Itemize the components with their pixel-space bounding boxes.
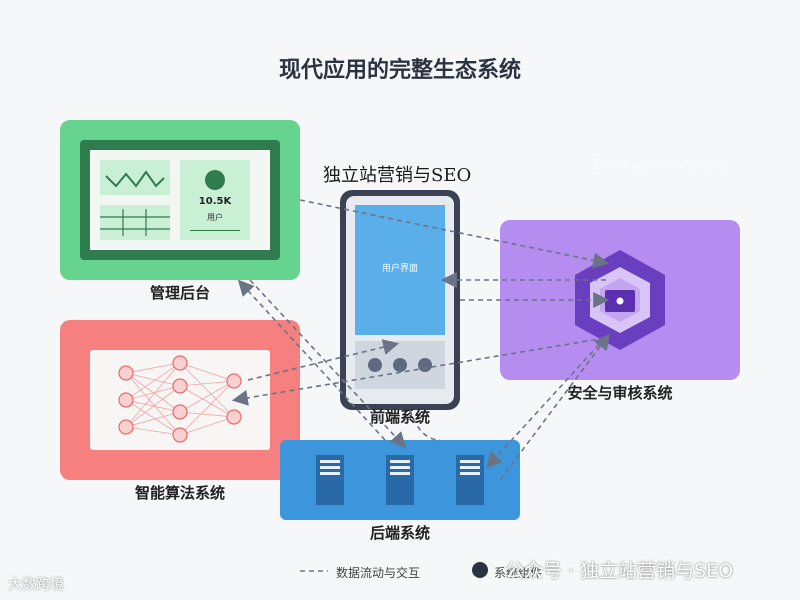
- phone-controls: [355, 341, 445, 389]
- table-icon: [100, 209, 170, 236]
- diagram-title: 现代应用的完整生态系统: [278, 58, 521, 83]
- admin-label: 管理后台: [149, 284, 210, 302]
- security-panel: [500, 220, 740, 380]
- backend-label: 后端系统: [369, 524, 430, 542]
- admin-table-card: [100, 205, 170, 240]
- frontend-phone: 用户界面: [340, 190, 460, 410]
- overlay-caption: 独立站营销与SEO: [323, 165, 472, 186]
- watermark-left: 大数跨境: [8, 577, 64, 593]
- arrow-admin-to-security: [299, 199, 610, 269]
- phone-screen: 用户界面: [355, 205, 445, 335]
- legend-component-label: 系统组件: [494, 566, 543, 580]
- arrow-backend-to-security: [499, 333, 610, 481]
- admin-stat-card: 10.5K 用户: [180, 160, 250, 240]
- legend-flow-label: 数据流动与交互: [336, 566, 421, 580]
- algorithm-label: 智能算法系统: [134, 484, 225, 502]
- admin-line-chart-card: [100, 160, 170, 195]
- admin-stat-value: 10.5K: [198, 196, 232, 207]
- arrow-security-to-backend: [485, 337, 606, 469]
- arrow-admin-to-backend: [249, 279, 407, 449]
- shield-icon: [575, 250, 665, 350]
- backend-panel: [280, 440, 520, 520]
- admin-monitor: 10.5K 用户: [80, 140, 280, 260]
- server-rack-icon: [316, 455, 484, 505]
- arrow-security-to-algorithm: [231, 337, 606, 406]
- line-chart-icon: [105, 170, 165, 188]
- watermark-right: 公众号 · 独立站营销与SEO: [505, 560, 734, 582]
- phone-body: 用户界面: [346, 196, 454, 404]
- arrow-algorithm-to-frontend: [247, 339, 400, 381]
- algorithm-panel: [60, 320, 300, 480]
- user-dot-icon: [205, 170, 225, 190]
- security-label: 安全与审核系统: [567, 384, 673, 402]
- admin-stat-unit: 用户: [207, 213, 223, 222]
- phone-buttons-icon: [368, 358, 432, 372]
- legend-dashed-line-icon: [300, 570, 328, 572]
- phone-screen-text: 用户界面: [381, 264, 418, 274]
- faint-placeholder-text: Enter your text here: [593, 158, 725, 173]
- admin-panel: 10.5K 用户: [60, 120, 300, 280]
- admin-stat-divider: [190, 230, 240, 231]
- arrow-frontend-to-backend: [409, 409, 441, 441]
- neural-network-icon: [118, 355, 242, 443]
- legend-component-dot-icon: [472, 562, 488, 578]
- admin-screen: 10.5K 用户: [90, 150, 270, 250]
- arrow-backend-to-admin: [237, 279, 386, 441]
